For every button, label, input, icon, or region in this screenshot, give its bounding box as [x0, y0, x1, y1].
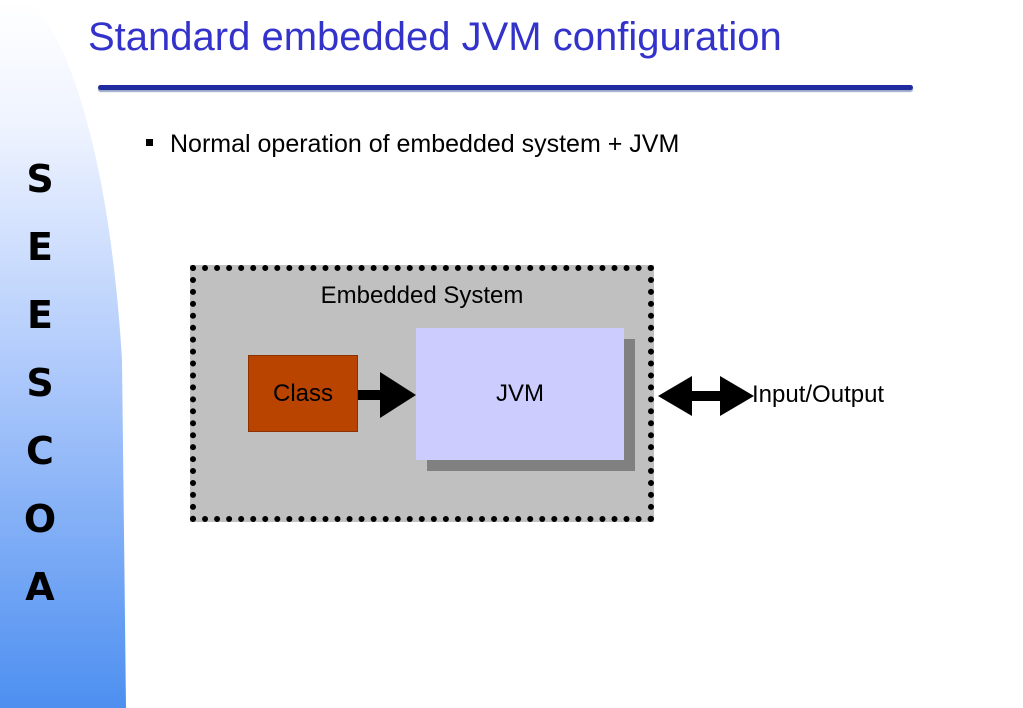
sidebar-letter: E — [27, 293, 53, 337]
sidebar-gradient-band — [0, 0, 126, 708]
class-label: Class — [272, 379, 333, 407]
input-output-label: Input/Output — [752, 381, 885, 408]
square-bullet-icon — [146, 138, 153, 146]
sidebar-letter: C — [26, 429, 54, 473]
class-box: Class — [248, 355, 358, 432]
sidebar-letter: S — [26, 157, 54, 201]
sidebar-letter: O — [23, 497, 57, 541]
jvm-box: JVM — [416, 328, 624, 460]
bullet-text: Normal operation of embedded system + JV… — [170, 130, 680, 158]
io-double-arrow — [658, 376, 754, 416]
slide-title: Standard embedded JVM configuration — [88, 15, 782, 59]
sidebar-letter: S — [26, 361, 54, 405]
sidebar-letter: A — [25, 565, 55, 609]
bullet-item: Normal operation of embedded system + JV… — [146, 129, 679, 159]
sidebar-letter: E — [27, 225, 53, 269]
class-to-jvm-arrow — [358, 372, 416, 418]
title-underline — [98, 85, 913, 90]
embedded-system-label: Embedded System — [320, 282, 524, 309]
jvm-label: JVM — [496, 380, 544, 407]
